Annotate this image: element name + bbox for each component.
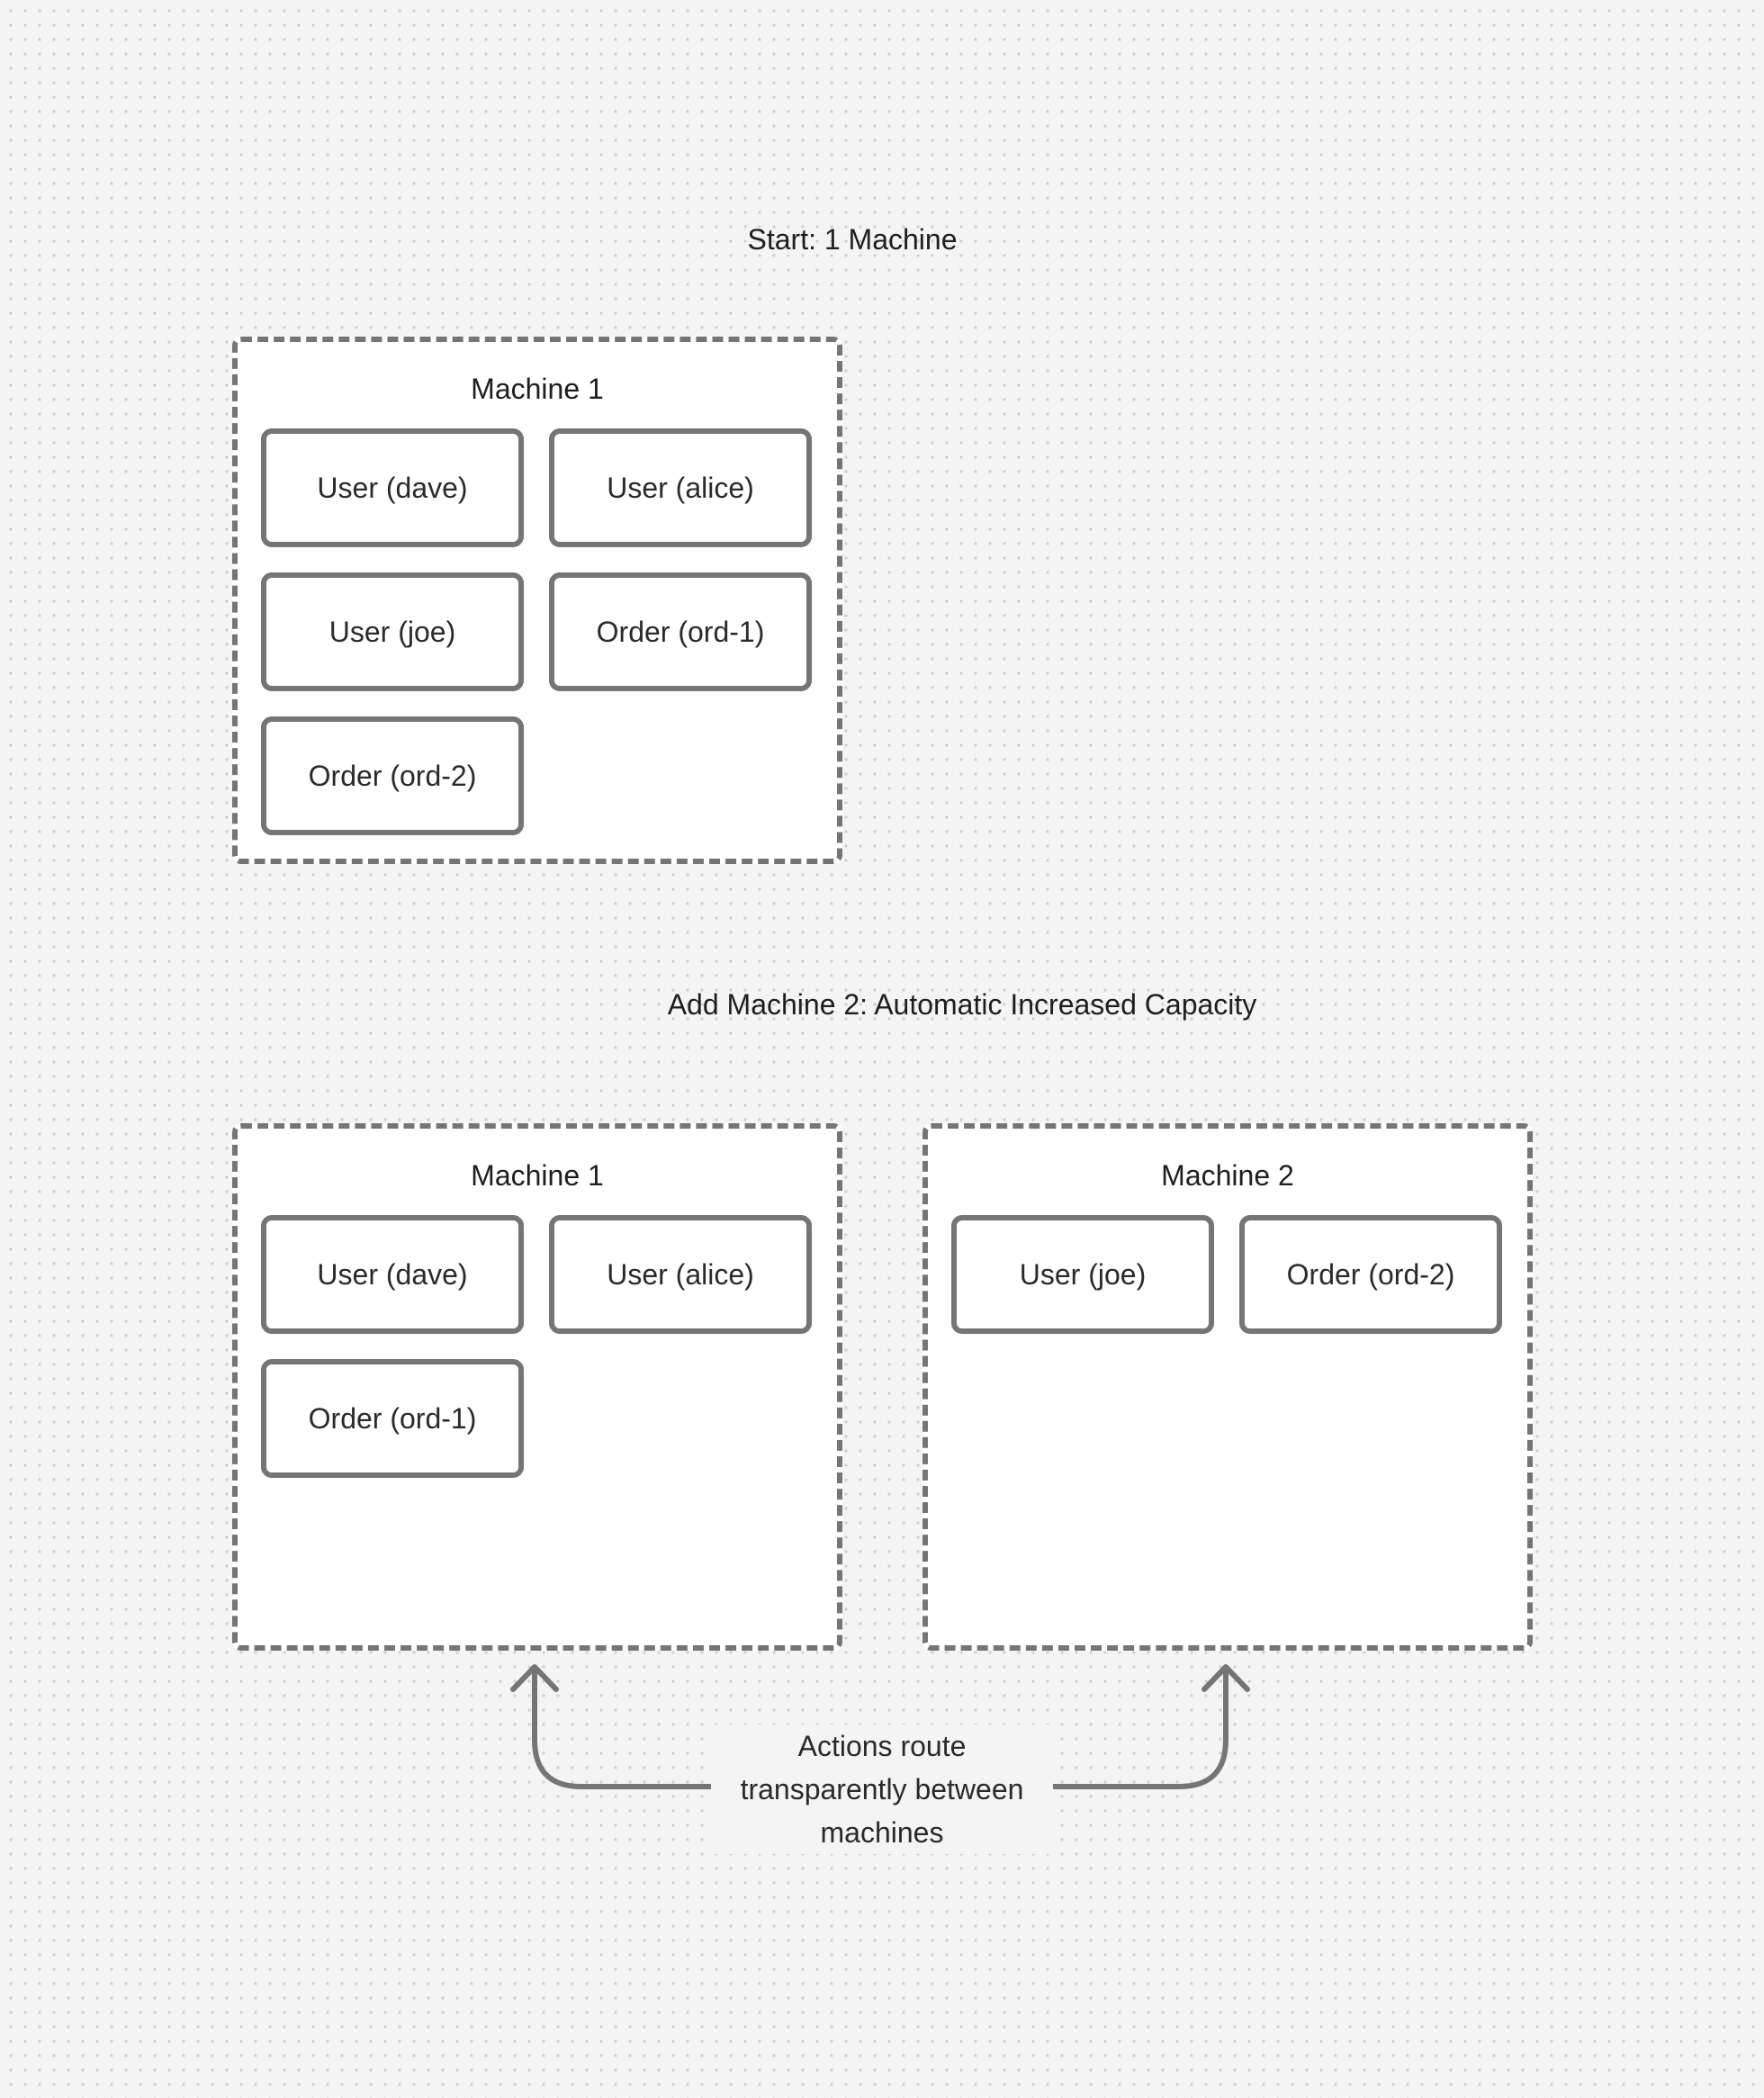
section-2-title: Add Machine 2: Automatic Increased Capac… <box>667 988 1257 1021</box>
machine-1-initial: Machine 1 User (dave) User (alice) User … <box>232 337 842 864</box>
arrowhead-machine-1 <box>510 1664 559 1692</box>
routing-note: Actions route transparently between mach… <box>711 1724 1053 1854</box>
machine-label: Machine 2 <box>1161 1159 1294 1192</box>
node-user-joe: User (joe) <box>951 1215 1214 1334</box>
node-user-alice: User (alice) <box>549 428 812 547</box>
machine-1-scaled: Machine 1 User (dave) User (alice) Order… <box>232 1123 842 1651</box>
machine-2: Machine 2 User (joe) Order (ord-2) <box>922 1123 1533 1651</box>
section-1-title: Start: 1 Machine <box>747 223 958 256</box>
arrowhead-machine-2 <box>1202 1664 1250 1692</box>
node-order-ord-1: Order (ord-1) <box>549 572 812 691</box>
node-user-dave: User (dave) <box>261 1215 524 1334</box>
node-order-ord-2: Order (ord-2) <box>1239 1215 1502 1334</box>
node-user-alice: User (alice) <box>549 1215 812 1334</box>
node-user-joe: User (joe) <box>261 572 524 691</box>
arrow-to-machine-1 <box>532 1666 718 1789</box>
node-order-ord-2: Order (ord-2) <box>261 716 524 835</box>
node-user-dave: User (dave) <box>261 428 524 547</box>
arrow-to-machine-2 <box>1048 1666 1228 1789</box>
machine-label: Machine 1 <box>471 1159 604 1192</box>
machine-label: Machine 1 <box>471 373 604 405</box>
node-order-ord-1: Order (ord-1) <box>261 1359 524 1478</box>
